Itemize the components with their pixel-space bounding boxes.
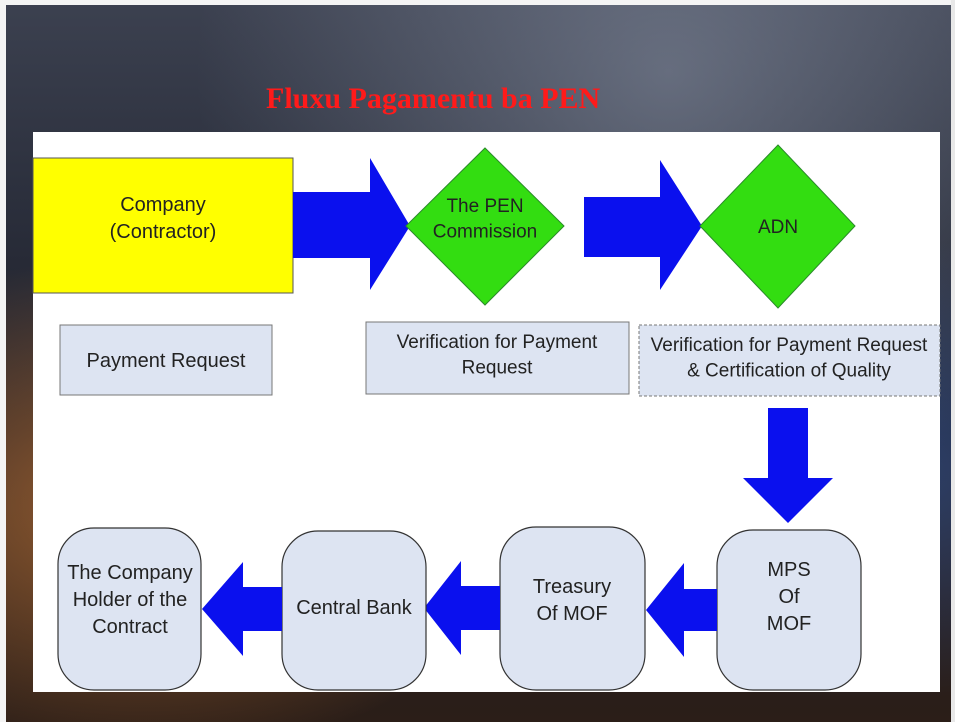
company-box — [32, 157, 294, 294]
adn-verification-text-line-1: Verification for Payment Request — [651, 335, 928, 356]
central-bank-text-line-1: Central Bank — [296, 597, 413, 619]
company-text-line-2: (Contractor) — [110, 221, 217, 243]
company-text-line-1: Company — [120, 194, 206, 216]
mps-text-line-3: MOF — [767, 613, 811, 635]
pen-commission-text-line-1: The PEN — [446, 196, 523, 217]
arrow-mps-to-treasury — [646, 563, 717, 657]
slide-frame-right — [951, 0, 955, 722]
mps-text-line-1: MPS — [767, 559, 810, 581]
adn-diamond — [699, 144, 856, 309]
treasury-text: Treasury Of MOF — [533, 576, 611, 625]
mps-text-line-2: Of — [778, 586, 800, 608]
pen-commission-diamond — [405, 147, 565, 306]
company-holder-box — [57, 527, 202, 691]
central-bank-text: Central Bank — [296, 597, 413, 619]
adn-verification-box — [638, 324, 941, 397]
pen-verification-text-line-2: Request — [462, 358, 533, 379]
pen-commission-text: The PEN Commission — [433, 196, 538, 243]
payment-request-box — [59, 324, 273, 396]
company-holder-text-line-1: The Company — [67, 562, 193, 584]
slide-frame-left — [0, 0, 6, 722]
pen-commission-text-line-2: Commission — [433, 222, 538, 243]
payment-request-text: Payment Request — [87, 350, 246, 372]
adn-verification-text-line-2: & Certification of Quality — [687, 361, 891, 382]
adn-text: ADN — [758, 217, 798, 238]
company-holder-text-line-2: Holder of the — [73, 589, 188, 611]
arrow-adn-to-mps — [743, 408, 833, 523]
slide-frame-top — [0, 0, 955, 5]
arrow-central-bank-to-company-holder — [202, 562, 282, 656]
mps-box — [716, 529, 862, 691]
adn-text-line-1: ADN — [758, 217, 798, 238]
adn-verification-text: Verification for Payment Request & Certif… — [651, 335, 928, 382]
arrow-pen-to-adn — [584, 160, 702, 290]
pen-verification-box — [365, 321, 630, 395]
arrow-company-to-pen — [293, 158, 410, 290]
company-holder-text-line-3: Contract — [92, 616, 168, 638]
slide-title: Fluxu Pagamentu ba PEN — [266, 82, 601, 115]
treasury-text-line-1: Treasury — [533, 576, 611, 598]
arrow-treasury-to-central-bank — [424, 561, 500, 655]
treasury-text-line-2: Of MOF — [536, 603, 607, 625]
pen-verification-text-line-1: Verification for Payment — [397, 332, 598, 353]
company-text: Company (Contractor) — [110, 194, 217, 243]
payment-request-text-line-1: Payment Request — [87, 350, 246, 372]
